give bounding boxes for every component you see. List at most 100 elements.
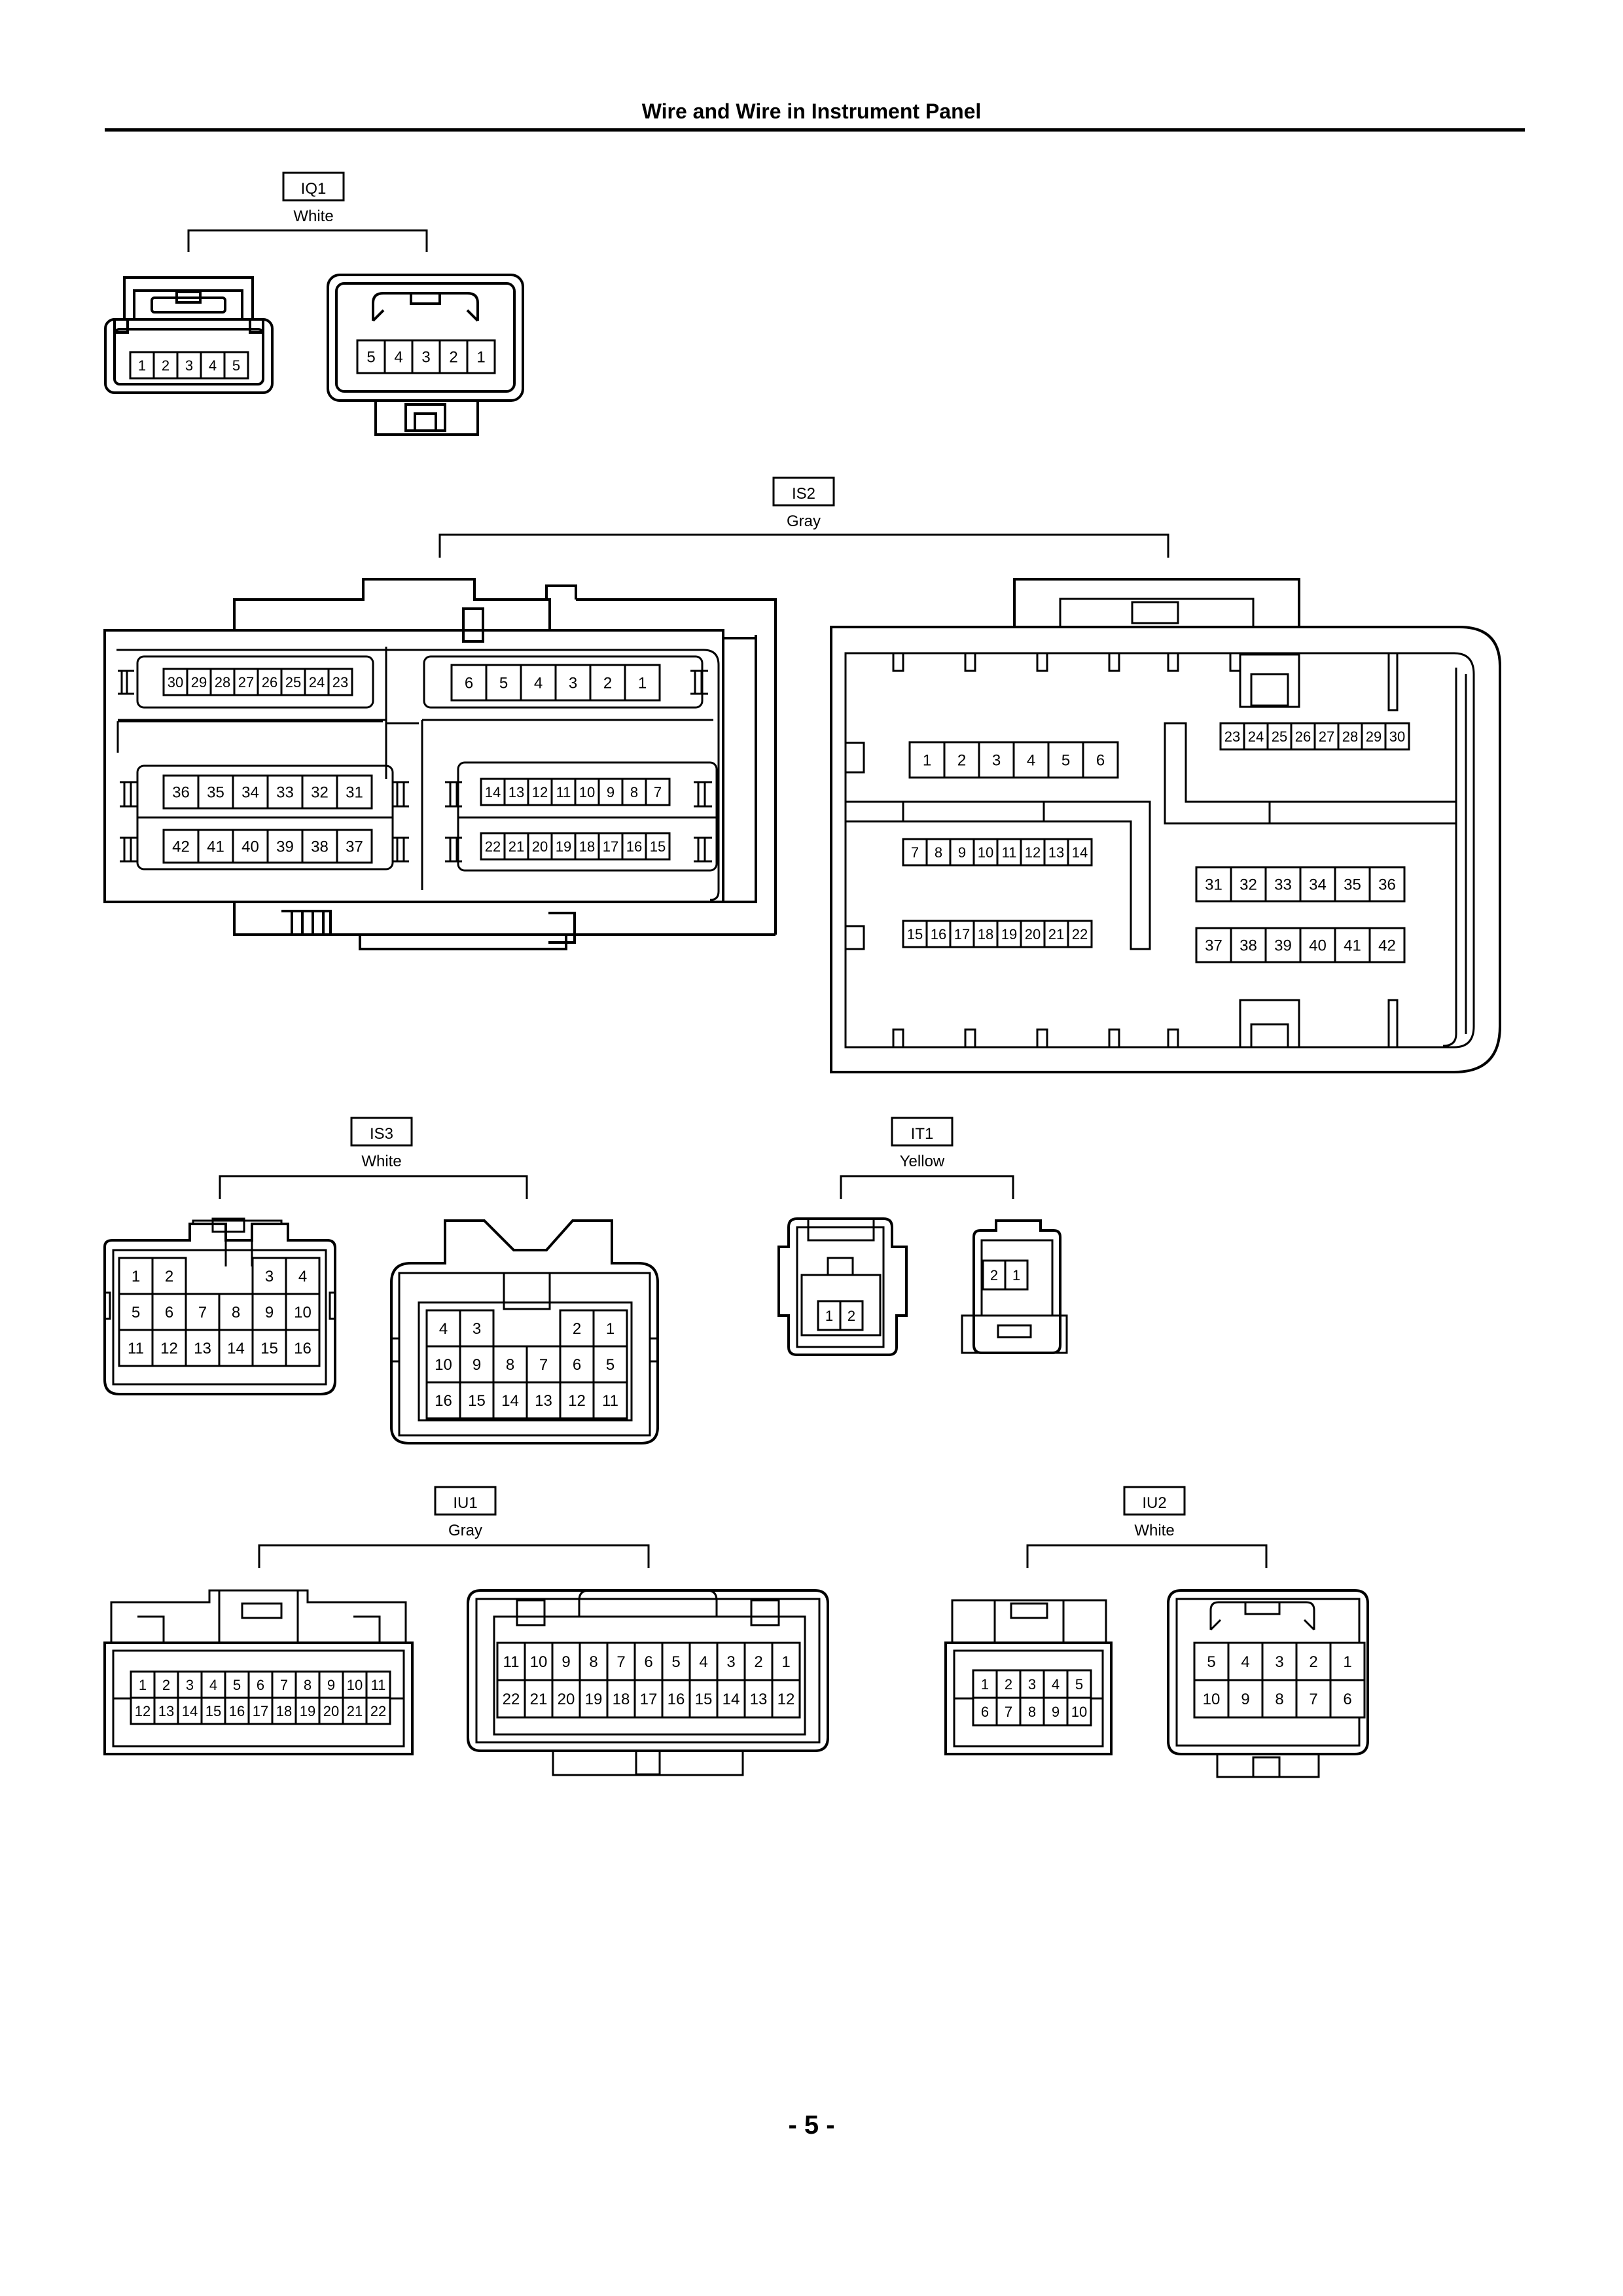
pin-cell: 24	[304, 668, 330, 696]
connector-label-is2: IS2 Gray	[438, 476, 1169, 558]
pin-number: 28	[1342, 728, 1358, 745]
pin-cell: 7	[902, 838, 928, 867]
pin-number: 11	[128, 1340, 144, 1357]
pin-number: 20	[1025, 926, 1041, 942]
pin-number: 3	[1275, 1653, 1283, 1671]
pin-cell-frame	[972, 838, 999, 867]
pin-number: 9	[607, 784, 615, 800]
pin-cell: 11	[496, 1641, 526, 1681]
pin-cell-frame	[1230, 927, 1267, 963]
pin-number: 3	[569, 675, 577, 692]
pin-number: 16	[931, 926, 946, 942]
pin-cell-frame	[1219, 722, 1245, 751]
pin-cell: 13	[503, 778, 529, 806]
pin-cell: 27	[1313, 722, 1340, 751]
pin-number: 3	[185, 357, 193, 374]
pin-cell: 5	[118, 1293, 154, 1331]
pin-cell: 5	[1047, 741, 1084, 779]
pin-cell-frame	[327, 668, 353, 696]
pin-cell: 4	[1012, 741, 1050, 779]
pin-cell-frame	[633, 1679, 664, 1719]
pin-number: 24	[1248, 728, 1264, 745]
pin-cell: 32	[1230, 866, 1267, 903]
pin-number: 7	[1309, 1691, 1317, 1708]
pin-cell: 37	[1195, 927, 1232, 963]
pin-cell-frame	[438, 339, 469, 374]
pin-number: 17	[253, 1703, 268, 1719]
pin-cell-frame	[1261, 1641, 1298, 1681]
pin-number: 13	[194, 1340, 211, 1357]
pin-cell-frame	[550, 832, 577, 861]
pin-number: 20	[323, 1703, 339, 1719]
pin-cell: 6	[1082, 741, 1119, 779]
pin-cell-frame	[1020, 920, 1046, 948]
pin-cell-frame	[925, 920, 952, 948]
pin-number: 19	[556, 838, 571, 855]
pin-cell: 2	[559, 1309, 595, 1348]
pin-number: 21	[530, 1691, 548, 1708]
pin-cell-frame	[574, 832, 600, 861]
pin-cell: 6	[450, 664, 488, 702]
pin-cell: 19	[294, 1696, 321, 1725]
pin-cell: 8	[294, 1670, 321, 1699]
pin-cell-frame	[1261, 1679, 1298, 1719]
pin-cell-frame	[925, 838, 952, 867]
pin-number: 40	[241, 838, 259, 856]
pin-cell-frame	[743, 1679, 774, 1719]
pin-cell: 20	[527, 832, 553, 861]
pin-cell: 17	[597, 832, 624, 861]
pin-cell: 25	[280, 668, 306, 696]
pin-cell-frame	[1368, 866, 1406, 903]
pin-cell-frame	[661, 1641, 691, 1681]
connector-code: IQ1	[301, 180, 327, 198]
pin-cell: 3	[459, 1309, 495, 1348]
pin-cell-frame	[200, 351, 226, 380]
pin-cell: 20	[318, 1696, 344, 1725]
pin-number: 16	[435, 1392, 452, 1410]
pin-number: 22	[503, 1691, 520, 1708]
pin-cell: 4	[520, 664, 557, 702]
pin-cell-frame	[551, 1641, 581, 1681]
pin-number: 10	[294, 1304, 312, 1321]
pin-cell-frame	[185, 1329, 221, 1367]
pin-cell: 21	[342, 1696, 368, 1725]
connector-color: White	[1134, 1522, 1174, 1539]
pin-cell: 3	[978, 741, 1015, 779]
pin-number: 15	[468, 1392, 486, 1410]
pin-number: 8	[589, 1653, 597, 1671]
pin-cell: 4	[285, 1257, 321, 1295]
pin-cell-frame	[1329, 1679, 1366, 1719]
pin-cell: 25	[1266, 722, 1293, 751]
pin-number: 7	[280, 1677, 288, 1693]
pin-number: 2	[847, 1308, 855, 1324]
pin-number: 3	[726, 1653, 735, 1671]
pin-cell: 40	[232, 829, 269, 864]
pin-cell: 18	[606, 1679, 636, 1719]
pin-cell: 1	[129, 351, 155, 380]
pin-number: 2	[573, 1320, 581, 1338]
pin-cell: 4	[1043, 1669, 1069, 1699]
pin-cell: 35	[197, 774, 234, 810]
pin-number: 10	[1071, 1704, 1087, 1720]
pin-cell: 3	[177, 1670, 203, 1699]
pin-cell: 13	[153, 1696, 179, 1725]
pin-cell: 4	[383, 339, 414, 374]
pin-cell: 2	[589, 664, 626, 702]
pin-cell-frame	[996, 838, 1022, 867]
pin-number: 16	[626, 838, 642, 855]
pin-number: 22	[370, 1703, 386, 1719]
pin-cell-frame	[1047, 741, 1084, 779]
pin-cell: 7	[185, 1293, 221, 1331]
pin-number: 4	[394, 349, 402, 367]
pin-cell: 6	[151, 1293, 187, 1331]
pin-cell: 18	[574, 832, 600, 861]
pin-number: 17	[603, 838, 618, 855]
pin-cell-frame	[342, 1696, 368, 1725]
pin-cell: 12	[1020, 838, 1046, 867]
pin-number: 30	[168, 674, 183, 691]
